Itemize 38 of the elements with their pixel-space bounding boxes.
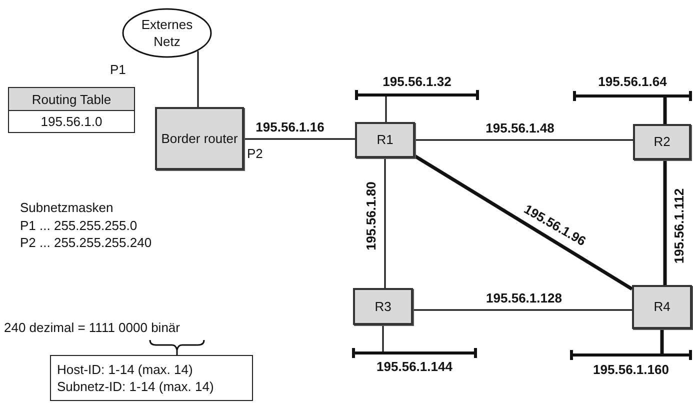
- connection-line: [382, 325, 384, 353]
- connection-line: [414, 154, 633, 290]
- note-text: P2 ... 255.255.255.240: [20, 235, 152, 250]
- router-box: R1: [355, 122, 415, 158]
- network-address: 195.56.1.144: [376, 359, 452, 374]
- router-box: R3: [353, 288, 413, 325]
- note-text: Subnetzmasken: [20, 200, 114, 215]
- network-address: 195.56.1.32: [382, 74, 452, 89]
- edge-label: 195.56.1.48: [486, 122, 554, 134]
- edge-label: 195.56.1.80: [364, 182, 378, 250]
- connection-line: [663, 160, 667, 285]
- connection-line: [413, 309, 632, 311]
- port-label: P1: [110, 62, 126, 77]
- edge-label: 195.56.1.112: [672, 188, 686, 264]
- port-label: P2: [247, 146, 263, 161]
- connection-line: [415, 139, 633, 141]
- note-text: 240 dezimal = 1111 0000 binär: [4, 320, 180, 335]
- note-text: P1 ... 255.255.255.0: [20, 218, 138, 233]
- table-header: Routing Table: [9, 88, 134, 111]
- network-cloud-ellipse: Externes Netz: [122, 8, 212, 58]
- connection-line: [197, 51, 199, 107]
- router-box: Border router: [155, 107, 244, 170]
- router-box: R4: [632, 285, 692, 329]
- router-box: R2: [633, 124, 691, 160]
- edge-label: 195.56.1.128: [486, 292, 562, 304]
- connection-line: [660, 329, 664, 355]
- edge-label: 195.56.1.16: [256, 120, 324, 134]
- network-address: 195.56.1.64: [598, 74, 667, 89]
- routing-table: [8, 87, 135, 133]
- note-text: Subnetz-ID: 1-14 (max. 14): [57, 378, 214, 395]
- table-cell-text: 195.56.1.0: [40, 113, 104, 131]
- network-address: 195.56.1.160: [593, 362, 669, 377]
- connection-line: [244, 138, 355, 140]
- connection-line: [663, 96, 667, 124]
- connection-line: [384, 158, 386, 288]
- note-text: Host-ID: 1-14 (max. 14): [57, 361, 193, 378]
- note-box: [50, 355, 253, 401]
- connection-line: [385, 95, 387, 122]
